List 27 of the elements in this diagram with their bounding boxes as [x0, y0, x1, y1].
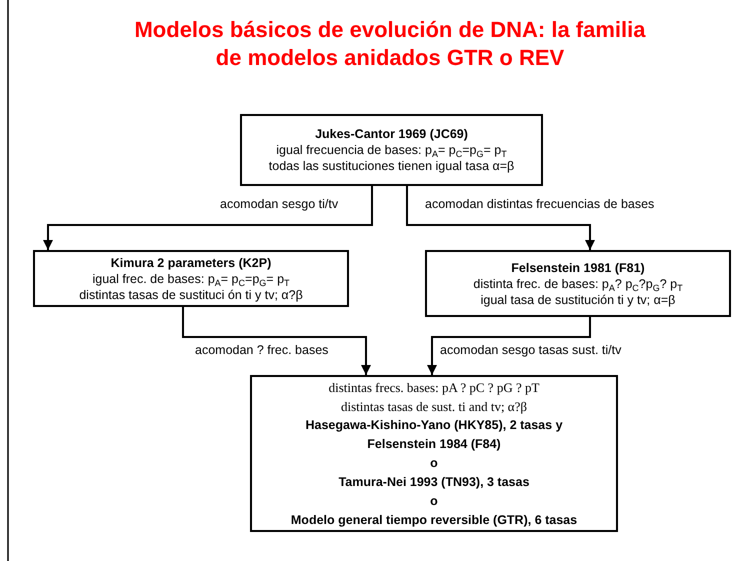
model-property: igual frecuencia de bases: p$_{A}$= p$_{C}$=p$_{G}$= p$_{T}$ [276, 142, 507, 158]
model-name: Kimura 2 parameters (K2P) [110, 254, 272, 270]
model-box [425, 250, 731, 317]
model-name: Modelo general tiempo reversible (GTR), 6 tasas [290, 512, 578, 529]
model-property: distinta frec. de bases: p$_{A}$? p$_{C}$?p$_{G}$? p$_{T}$ [473, 276, 683, 292]
model-name: Tamura-Nei 1993 (TN93), 3 tasas [338, 474, 530, 491]
model-property: distintas tasas de sust. ti and tv; α?β [340, 398, 528, 416]
edge-label: acomodan sesgo ti/tv [220, 197, 338, 212]
model-property: igual frec. de bases: p$_{A}$= p$_{C}$=p$_{G}$= p$_{T}$ [92, 270, 290, 286]
model-property: distintas frecs. bases: pA ? pC ? pG ? pT [328, 378, 540, 396]
arrow [427, 317, 591, 375]
arrow [406, 186, 595, 250]
model-property: todas las sustituciones tienen igual tasa α=β [268, 158, 514, 174]
model-property: igual tasa de sustitución ti y tv; α=β [480, 292, 676, 308]
model-name: Hasegawa-Kishino-Yano (HKY85), 2 tasas y Felsenstein 1984 (F84) [304, 416, 564, 453]
model-box [250, 375, 618, 532]
model-name: o [430, 454, 438, 472]
model-box [240, 114, 543, 186]
model-box [33, 250, 349, 307]
diagram-title: Modelos básicos de evolución de DNA: la familia de modelos anidados GTR o REV [133, 16, 647, 72]
model-name: Jukes-Cantor 1969 (JC69) [315, 126, 468, 142]
model-name: o [430, 492, 438, 510]
arrow [43, 186, 373, 250]
model-property: distintas tasas de sustituci ón ti y tv; α?β [79, 286, 303, 302]
model-name: Felsenstein 1981 (F81) [511, 260, 645, 276]
edge-label: acomodan sesgo tasas sust. ti/tv [440, 343, 622, 358]
arrow [182, 307, 371, 375]
